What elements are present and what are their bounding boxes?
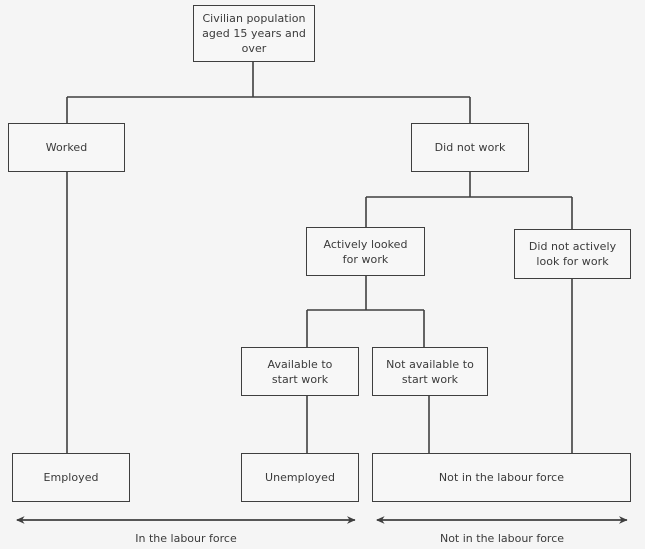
node-not-in-the-labour-force: Not in the labour force [372,453,631,502]
node-label: Available to start work [267,357,333,386]
node-did-not-actively-look-for-work: Did not actively look for work [514,229,631,279]
node-available-to-start-work: Available to start work [241,347,359,396]
node-label: Did not work [434,141,506,154]
node-label: Actively looked for work [323,237,408,266]
node-label: Worked [45,141,88,154]
node-label: Not in the labour force [438,471,565,484]
node-label: Unemployed [264,471,336,484]
node-did-not-work: Did not work [411,123,529,172]
node-actively-looked-for-work: Actively looked for work [306,227,425,276]
node-label: Not available to start work [386,357,474,386]
range-label-text: In the labour force [135,532,237,545]
node-civilian-population: Civilian population aged 15 years and ov… [193,5,315,62]
node-label: Did not actively look for work [528,240,617,268]
connectors-group [66,62,573,453]
node-worked: Worked [8,123,125,172]
range-label-text: Not in the labour force [439,532,565,545]
node-employed: Employed [12,453,130,502]
node-label: Employed [43,471,99,484]
node-not-available-to-start-work: Not available to start work [372,347,488,396]
node-unemployed: Unemployed [241,453,359,502]
node-label: Civilian population aged 15 years and ov… [202,12,306,55]
